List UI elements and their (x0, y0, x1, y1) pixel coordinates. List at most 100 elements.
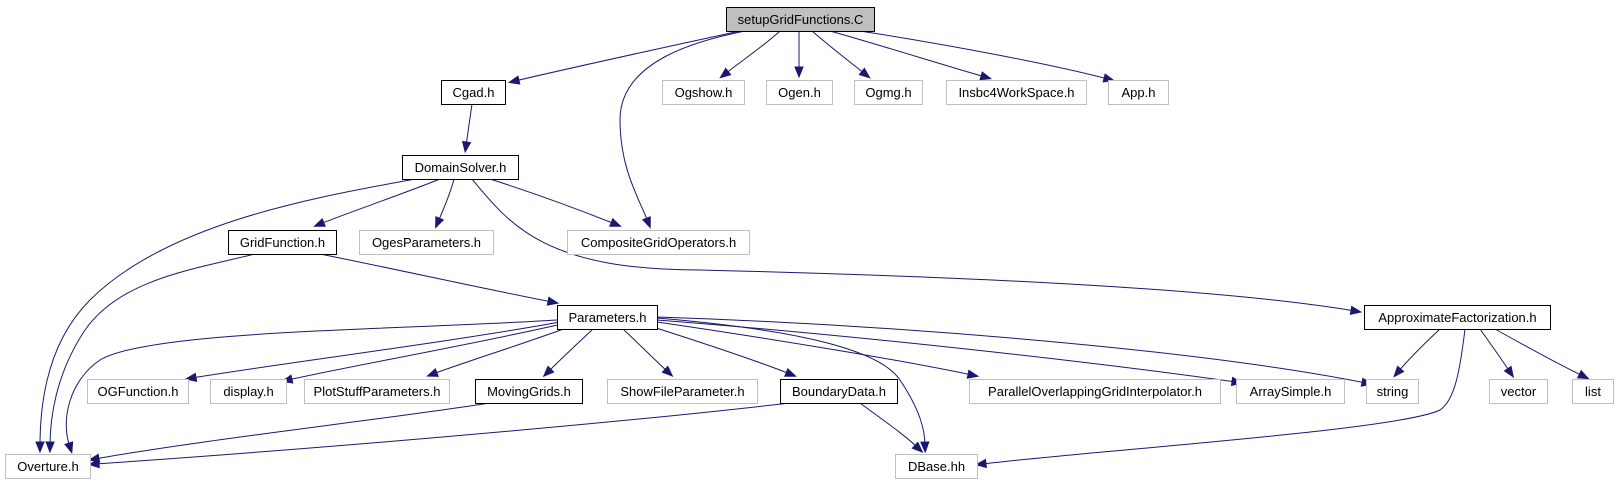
nodes-layer: setupGridFunctions.C Cgad.h Ogshow.h Ogen.h… (5, 7, 1614, 479)
edge-boundarydata-h-to-dbase-hh (859, 402, 924, 454)
edge-domainsolver-h-to-ogesparameters-h-line (437, 178, 455, 223)
edge-gridfunction-h-to-parameters-h-line (319, 253, 553, 303)
node-ogfunction-h-label: OGFunction.h (98, 384, 179, 399)
edge-cgad-h-to-domainsolver-h-line (465, 103, 473, 147)
edge-parameters-h-to-paralleloverlappinggridinterpolator-h (656, 321, 980, 379)
node-boundarydata-h[interactable]: BoundaryData.h (780, 379, 898, 404)
edge-parameters-h-to-ogfunction-h-line (191, 321, 561, 379)
node-vector-box (1489, 379, 1548, 404)
edge-parameters-h-to-arraysimple-h (656, 319, 1244, 387)
node-cgad-h[interactable]: Cgad.h (441, 80, 506, 105)
edge-domainsolver-h-to-ogesparameters-h-arrowhead (435, 216, 445, 229)
edge-setupgridfunctions-c-to-compositegridoperators-h (619, 30, 746, 229)
node-insbc4workspace-h: Insbc4WorkSpace.h (946, 80, 1087, 105)
edge-parameters-h-to-string-line (656, 316, 1367, 384)
edge-parameters-h-to-paralleloverlappinggridinterpolator-h-arrowhead (966, 369, 980, 379)
node-list-box (1572, 379, 1614, 404)
node-cgad-h-label: Cgad.h (453, 85, 495, 100)
node-movinggrids-h-label: MovingGrids.h (487, 384, 571, 399)
edge-parameters-h-to-boundarydata-h-line (649, 325, 791, 375)
node-domainsolver-h-box (402, 155, 519, 180)
node-string: string (1366, 379, 1419, 404)
edge-parameters-h-to-arraysimple-h-line (656, 319, 1237, 383)
edge-approximatefactorization-h-to-dbase-hh (974, 328, 1466, 469)
edge-approximatefactorization-h-to-string-arrowhead (1393, 365, 1405, 378)
node-setupgridfunctions-c-label: setupGridFunctions.C (738, 12, 864, 27)
node-gridfunction-h[interactable]: GridFunction.h (228, 230, 337, 255)
node-movinggrids-h-box (475, 379, 583, 404)
edge-movinggrids-h-to-overture-h (87, 402, 491, 463)
edge-approximatefactorization-h-to-dbase-hh-arrowhead (974, 458, 988, 469)
edge-setupgridfunctions-c-to-compositegridoperators-h-line (619, 30, 746, 223)
edge-boundarydata-h-to-dbase-hh-line (859, 402, 919, 449)
node-overture-h-box (5, 454, 91, 479)
node-insbc4workspace-h-label: Insbc4WorkSpace.h (958, 85, 1074, 100)
edge-parameters-h-to-plotstuffparameters-h-line (432, 325, 573, 375)
edges-layer (35, 30, 1590, 469)
node-ogshow-h-label: Ogshow.h (675, 85, 733, 100)
node-approximatefactorization-h-label: ApproximateFactorization.h (1378, 310, 1536, 325)
node-dbase-hh: DBase.hh (895, 454, 978, 479)
node-paralleloverlappinggridinterpolator-h-box (969, 379, 1221, 404)
node-display-h: display.h (210, 379, 287, 404)
edge-parameters-h-to-dbase-hh-arrowhead (920, 441, 930, 454)
edge-parameters-h-to-movinggrids-h-arrowhead (542, 365, 555, 378)
node-domainsolver-h-label: DomainSolver.h (415, 160, 507, 175)
edge-parameters-h-to-overture-h (64, 319, 558, 455)
node-ogen-h-label: Ogen.h (778, 85, 821, 100)
edge-setupgridfunctions-c-to-ogshow-h (719, 30, 781, 79)
node-domainsolver-h[interactable]: DomainSolver.h (402, 155, 519, 180)
edge-setupgridfunctions-c-to-ogshow-h-arrowhead (719, 67, 732, 79)
node-overture-h-label: Overture.h (17, 459, 78, 474)
node-vector-label: vector (1501, 384, 1537, 399)
edge-approximatefactorization-h-to-vector-line (1479, 328, 1511, 373)
node-parameters-h-label: Parameters.h (568, 310, 646, 325)
node-ogmg-h-box (854, 80, 923, 105)
edge-setupgridfunctions-c-to-app-h-line (859, 30, 1109, 80)
node-overture-h: Overture.h (5, 454, 91, 479)
node-string-label: string (1377, 384, 1409, 399)
node-showfileparameter-h-box (607, 379, 758, 404)
edge-setupgridfunctions-c-to-ogen-h-arrowhead (794, 66, 804, 79)
node-ogesparameters-h-label: OgesParameters.h (372, 235, 481, 250)
node-paralleloverlappinggridinterpolator-h: ParallelOverlappingGridInterpolator.h (969, 379, 1221, 404)
node-ogshow-h: Ogshow.h (662, 80, 745, 105)
edge-domainsolver-h-to-compositegridoperators-h (489, 178, 622, 227)
node-parameters-h[interactable]: Parameters.h (557, 305, 658, 330)
edge-parameters-h-to-paralleloverlappinggridinterpolator-h-line (656, 321, 973, 376)
edge-domainsolver-h-to-gridfunction-h-line (319, 178, 441, 225)
node-showfileparameter-h-label: ShowFileParameter.h (620, 384, 744, 399)
edge-approximatefactorization-h-to-vector-arrowhead (1503, 365, 1515, 379)
node-arraysimple-h: ArraySimple.h (1236, 379, 1345, 404)
edge-approximatefactorization-h-to-list (1494, 328, 1590, 380)
node-approximatefactorization-h[interactable]: ApproximateFactorization.h (1364, 305, 1551, 330)
edge-domainsolver-h-to-overture-h (35, 178, 416, 454)
edge-cgad-h-to-domainsolver-h-arrowhead (461, 140, 472, 154)
edge-parameters-h-to-plotstuffparameters-h (426, 325, 573, 377)
node-list: list (1572, 379, 1614, 404)
edge-domainsolver-h-to-approximatefactorization-h-arrowhead (1349, 305, 1363, 315)
edge-parameters-h-to-movinggrids-h (542, 328, 594, 378)
edge-approximatefactorization-h-to-string (1393, 328, 1441, 378)
edge-approximatefactorization-h-to-list-arrowhead (1576, 369, 1590, 380)
edge-boundarydata-h-to-overture-h-arrowhead (87, 458, 100, 469)
node-ogesparameters-h: OgesParameters.h (359, 230, 494, 255)
edge-parameters-h-to-boundarydata-h-arrowhead (784, 367, 797, 377)
node-ogesparameters-h-box (359, 230, 494, 255)
node-movinggrids-h[interactable]: MovingGrids.h (475, 379, 583, 404)
edge-parameters-h-to-showfileparameter-h (622, 328, 674, 378)
edge-approximatefactorization-h-to-string-line (1397, 328, 1441, 373)
edge-cgad-h-to-domainsolver-h (461, 103, 473, 154)
edge-gridfunction-h-to-parameters-h-arrowhead (546, 296, 560, 306)
node-compositegridoperators-h-box (567, 230, 750, 255)
edge-setupgridfunctions-c-to-cgad-h-arrowhead (507, 75, 521, 85)
edge-parameters-h-to-ogfunction-h (184, 321, 561, 382)
node-dbase-hh-label: DBase.hh (908, 459, 965, 474)
edge-domainsolver-h-to-approximatefactorization-h (471, 178, 1363, 315)
node-cgad-h-box (441, 80, 506, 105)
edge-movinggrids-h-to-overture-h-line (94, 402, 491, 460)
node-parameters-h-box (557, 305, 658, 330)
edge-setupgridfunctions-c-to-insbc4workspace-h-line (829, 30, 986, 78)
node-setupgridfunctions-c[interactable]: setupGridFunctions.C (726, 7, 875, 32)
node-app-h-label: App.h (1122, 85, 1156, 100)
